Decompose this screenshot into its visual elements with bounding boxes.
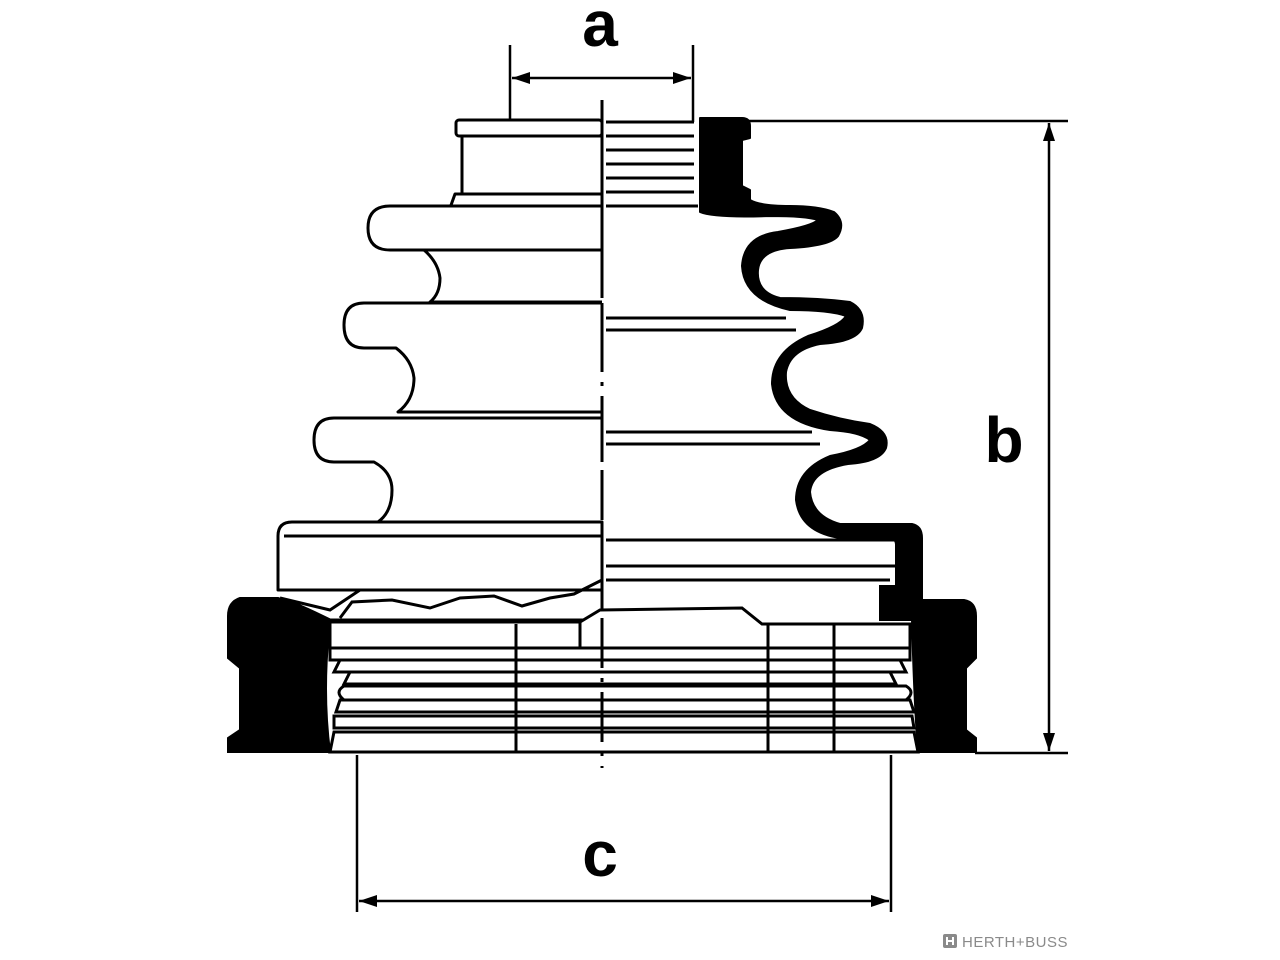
section-cut-line bbox=[338, 578, 603, 619]
dimension-c-label: c bbox=[582, 818, 618, 890]
boot-section-half bbox=[606, 120, 906, 582]
dimension-a bbox=[508, 45, 695, 122]
dimension-a-label: a bbox=[582, 0, 618, 60]
inner-ribs bbox=[328, 606, 920, 754]
brand-logo: HERTH+BUSS bbox=[943, 934, 1068, 951]
boot-exterior-half bbox=[276, 118, 604, 592]
right-clamp-band bbox=[879, 585, 977, 753]
left-clamp-band bbox=[227, 597, 332, 753]
dimension-c bbox=[355, 755, 893, 912]
boot-wall-section bbox=[699, 117, 923, 603]
dimension-b bbox=[748, 119, 1068, 755]
dimension-b-label: b bbox=[984, 404, 1023, 476]
brand-logo-text: HERTH+BUSS bbox=[962, 934, 1068, 951]
